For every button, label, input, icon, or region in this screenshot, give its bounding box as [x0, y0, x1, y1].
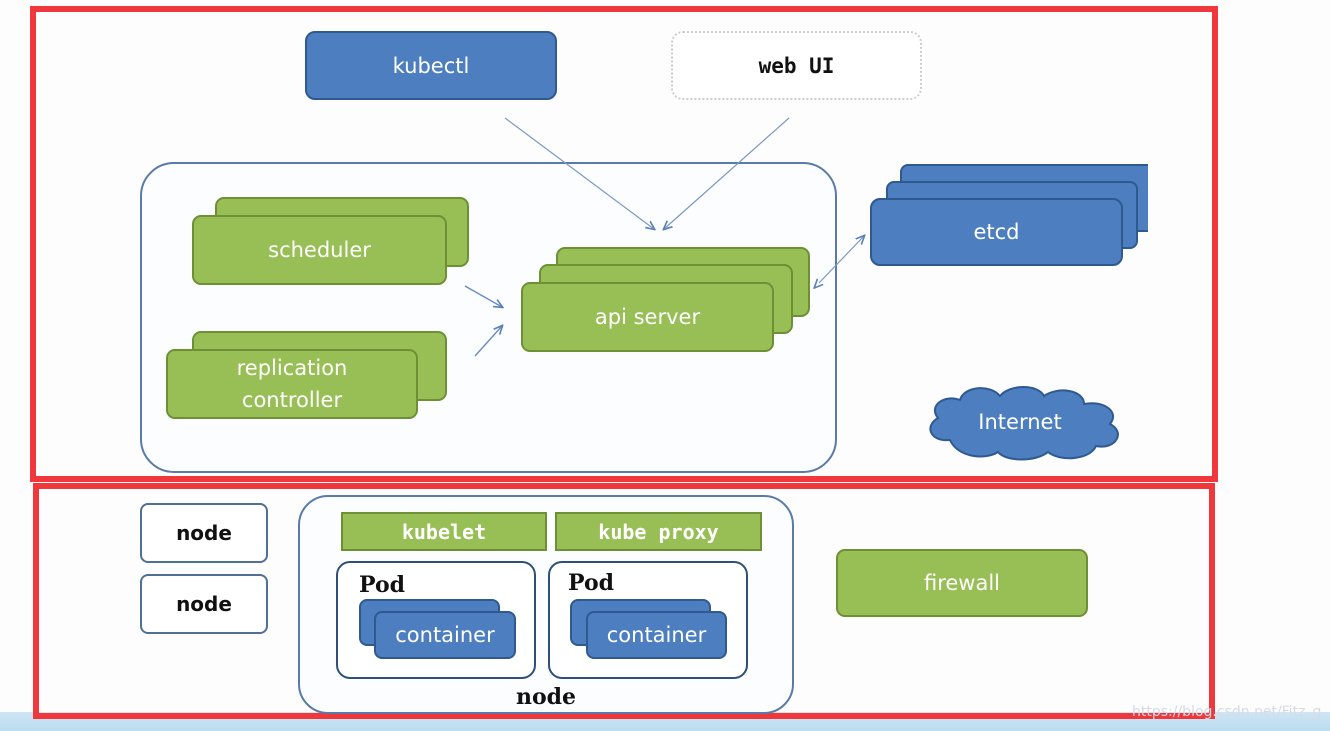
- etcd-label: etcd: [973, 220, 1020, 244]
- etcd-box: etcd: [870, 198, 1123, 266]
- api-etcd-arrow: [819, 236, 864, 283]
- node-frame: [33, 483, 1215, 719]
- rc-to-api-arrow: [474, 326, 502, 357]
- kubectl-box: kubectl: [305, 31, 557, 100]
- node-box-2-label: node: [176, 592, 232, 616]
- node-box-1-label: node: [176, 521, 232, 545]
- container-2-box: container: [586, 611, 727, 659]
- kubectl-to-api-arrow: [504, 117, 654, 229]
- kubelet-label: kubelet: [401, 519, 487, 544]
- firewall-label: firewall: [923, 571, 1001, 595]
- scheduler-box: scheduler: [192, 215, 447, 285]
- kubelet-box: kubelet: [341, 512, 547, 551]
- web-ui-label: web UI: [758, 53, 835, 78]
- scheduler-label: scheduler: [268, 238, 371, 262]
- web-ui-box: web UI: [671, 31, 922, 100]
- kubectl-label: kubectl: [392, 53, 470, 78]
- api-server-label: api server: [594, 305, 701, 329]
- node-box-1: node: [140, 503, 268, 563]
- webui-to-api-arrow: [664, 117, 790, 229]
- firewall-box: firewall: [836, 549, 1088, 617]
- internet-label: Internet: [978, 410, 1062, 434]
- scheduler-to-api-arrow: [464, 285, 502, 307]
- node-box-2: node: [140, 574, 268, 634]
- api-server-box: api server: [521, 282, 774, 352]
- kube-proxy-label: kube proxy: [598, 519, 719, 544]
- pod-1-label: Pod: [359, 572, 406, 598]
- container-1-label: container: [395, 623, 495, 647]
- replication-controller-line2: controller: [241, 388, 343, 412]
- replication-controller-box: replication controller: [166, 349, 418, 419]
- container-1-box: container: [374, 611, 516, 659]
- container-2-label: container: [606, 623, 707, 647]
- pod-2-label: Pod: [568, 570, 615, 596]
- replication-controller-line1: replication: [236, 356, 348, 380]
- master-frame: [30, 6, 1218, 482]
- node-main-label: node: [516, 684, 577, 710]
- kube-proxy-box: kube proxy: [555, 512, 762, 551]
- internet-cloud-icon: [929, 386, 1119, 461]
- watermark-text: https://blog.csdn.net/Fitz_q: [1132, 704, 1322, 720]
